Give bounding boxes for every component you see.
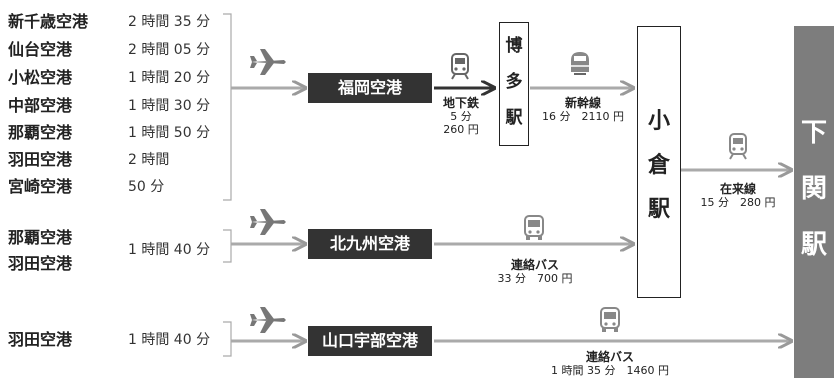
flight-time: 2 時間 35 分 (128, 14, 211, 30)
origin-airport: 仙台空港 (8, 40, 73, 59)
train-icon (729, 133, 747, 160)
hakata-station-box: 博 多 駅 (499, 22, 529, 146)
station-char: 駅 (800, 230, 827, 260)
leg-name: 在来線 (719, 182, 756, 196)
station-char: 関 (800, 174, 827, 204)
flight-time: 1 時間 50 分 (128, 125, 211, 141)
shinkansen-icon (571, 52, 589, 75)
airplane-icon (250, 307, 286, 333)
origin-airport: 那覇空港 (8, 228, 73, 247)
origin-airport: 新千歳空港 (8, 12, 89, 31)
flight-time: 1 時間 20 分 (128, 70, 211, 86)
kokura-station-box: 小 倉 駅 (637, 26, 681, 298)
leg-time-fare: 15 分 280 円 (700, 196, 776, 209)
origin-airport: 那覇空港 (8, 123, 73, 142)
flight-time: 50 分 (128, 179, 165, 195)
yamaguchi-ube-airport-box: 山口宇部空港 (308, 326, 432, 356)
leg-time-fare: 16 分 2110 円 (542, 110, 624, 123)
leg-name: 地下鉄 (442, 96, 479, 110)
origin-airport: 羽田空港 (8, 150, 73, 169)
flight-time: 1 時間 40 分 (128, 332, 211, 348)
leg-name: 連絡バス (585, 350, 634, 364)
bus-icon (600, 307, 620, 332)
origin-airport: 宮崎空港 (8, 177, 73, 196)
airplane-icon (250, 49, 286, 75)
bus-icon (524, 215, 544, 240)
airplane-icon (250, 209, 286, 235)
group3-bracket (223, 321, 232, 357)
flight-time: 2 時間 05 分 (128, 42, 211, 58)
leg-name: 連絡バス (510, 258, 559, 272)
subway-leg: 地下鉄 5 分 260 円 (430, 96, 492, 136)
leg-fare: 260 円 (443, 123, 479, 136)
station-char: 小 (647, 109, 670, 134)
station-char: 駅 (505, 108, 523, 128)
station-char: 多 (505, 72, 523, 92)
zairai-leg: 在来線 15 分 280 円 (688, 182, 788, 209)
leg-time-fare: 33 分 700 円 (497, 272, 573, 285)
flight-time: 1 時間 40 分 (128, 242, 211, 258)
station-char: 駅 (647, 197, 670, 222)
origin-airport: 羽田空港 (8, 254, 73, 273)
flight-time: 1 時間 30 分 (128, 98, 211, 114)
group2-bracket (223, 229, 232, 263)
leg-name: 新幹線 (564, 96, 601, 110)
station-char: 博 (505, 36, 523, 56)
station-char: 倉 (647, 153, 670, 178)
shimonoseki-station-box: 下 関 駅 (794, 26, 834, 378)
origin-airport: 中部空港 (8, 96, 73, 115)
station-char: 下 (800, 118, 827, 148)
group1-bracket (223, 13, 232, 201)
leg-time: 5 分 (450, 110, 472, 123)
leg-time-fare: 1 時間 35 分 1460 円 (551, 364, 669, 377)
kitakyushu-airport-box: 北九州空港 (308, 229, 432, 259)
origin-airport: 羽田空港 (8, 330, 73, 349)
train-icon (451, 53, 469, 80)
bus-yamaguchi-leg: 連絡バス 1 時間 35 分 1460 円 (540, 350, 680, 377)
bus-kitakyushu-leg: 連絡バス 33 分 700 円 (470, 258, 600, 285)
shinkansen-leg: 新幹線 16 分 2110 円 (534, 96, 632, 123)
origin-airport: 小松空港 (8, 68, 73, 87)
flight-time: 2 時間 (128, 152, 170, 168)
fukuoka-airport-box: 福岡空港 (308, 73, 432, 103)
